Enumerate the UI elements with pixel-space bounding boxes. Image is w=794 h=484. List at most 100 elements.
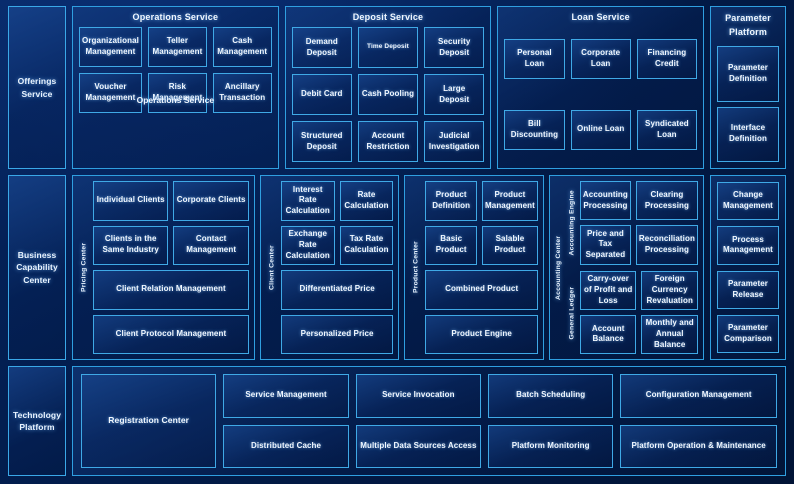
box-parameter-comparison[interactable]: Parameter Comparison	[717, 314, 779, 353]
box-service-invocation[interactable]: Service Invocation	[355, 374, 482, 418]
box-product-definition[interactable]: Product Definition	[425, 181, 477, 221]
box-distributed-cache[interactable]: Distributed Cache	[223, 424, 349, 468]
box-bill-discounting[interactable]: Bill Discounting	[504, 109, 565, 150]
group-title-loan-service: Loan Service	[571, 12, 630, 22]
box-basic-product[interactable]: Basic Product	[425, 225, 477, 265]
box-time-deposit[interactable]: Time Deposit	[357, 27, 419, 68]
business-capability-centers: Pricing Center Individual Clients Corpor…	[72, 175, 704, 360]
box-security-deposit[interactable]: Security Deposit	[424, 27, 485, 68]
box-financing-credit[interactable]: Financing Credit	[636, 39, 697, 80]
box-corporate-loan[interactable]: Corporate Loan	[570, 39, 631, 80]
box-configuration-management[interactable]: Configuration Management	[620, 374, 777, 418]
product-center-grid: Product Definition Product Management Ba…	[425, 181, 538, 354]
box-account-balance[interactable]: Account Balance	[579, 314, 637, 354]
box-online-loan[interactable]: Online Loan	[570, 109, 631, 150]
box-large-deposit[interactable]: Large Deposit	[424, 74, 485, 115]
box-foreign-currency-revaluation[interactable]: Foreign Currency Revaluation	[641, 270, 698, 310]
box-personal-loan[interactable]: Personal Loan	[504, 39, 565, 80]
group-deposit-service[interactable]: Deposit Service Demand Deposit Time Depo…	[284, 6, 492, 169]
box-reconciliation-processing[interactable]: Reconciliation Processing	[635, 225, 698, 265]
center-label-accounting-center: Accounting Center	[554, 235, 562, 300]
technology-platform-group[interactable]: Registration Center Service Management D…	[72, 366, 786, 476]
box-organizational-management[interactable]: Organizational Management	[79, 27, 142, 67]
accounting-engine-grid: Accounting Processing Clearing Processin…	[579, 181, 698, 265]
box-monthly-and-annual-balance[interactable]: Monthly and Annual Balance	[641, 314, 698, 354]
box-individual-clients[interactable]: Individual Clients	[93, 181, 169, 221]
box-client-protocol-management[interactable]: Client Protocol Management	[93, 314, 249, 354]
sidebar-label-business-capability-center: Business Capability Center	[8, 175, 66, 360]
box-exchange-rate-calculation[interactable]: Exchange Rate Calculation	[280, 225, 335, 265]
center-label-product-center: Product Center	[412, 241, 420, 294]
group-parameter-platform-lower[interactable]: Change Management Process Management Par…	[710, 175, 786, 360]
subgroup-label-general-ledger: General Ledger	[568, 285, 576, 339]
box-account-restriction[interactable]: Account Restriction	[357, 121, 419, 162]
center-product-center[interactable]: Product Center Product Definition Produc…	[404, 175, 544, 360]
box-demand-deposit[interactable]: Demand Deposit	[291, 27, 352, 68]
tech-column-1: Service Management Distributed Cache	[223, 374, 349, 468]
sidebar-label-technology-platform: Technology Platform	[8, 366, 66, 476]
center-accounting-center[interactable]: Accounting Center Accounting Engine Acco…	[548, 175, 704, 360]
accounting-center-halves: Accounting Engine Accounting Processing …	[566, 181, 698, 354]
group-title-deposit-service: Deposit Service	[352, 12, 424, 22]
box-process-management[interactable]: Process Management	[717, 226, 779, 265]
box-contact-management[interactable]: Contact Management	[173, 225, 249, 265]
center-client-center[interactable]: Client Center Interest Rate Calculation …	[259, 175, 400, 360]
box-service-management[interactable]: Service Management	[223, 374, 349, 418]
box-differentiated-price[interactable]: Differentiated Price	[280, 270, 394, 310]
general-ledger-grid: Carry-over of Profit and Loss Foreign Cu…	[579, 270, 698, 354]
box-structured-deposit[interactable]: Structured Deposit	[291, 121, 352, 162]
center-pricing-center[interactable]: Pricing Center Individual Clients Corpor…	[72, 175, 255, 360]
box-interest-rate-calculation[interactable]: Interest Rate Calculation	[280, 181, 335, 221]
box-multiple-data-sources-access[interactable]: Multiple Data Sources Access	[355, 424, 482, 468]
box-clients-in-the-same-industry[interactable]: Clients in the Same Industry	[93, 225, 169, 265]
group-loan-service[interactable]: Loan Service Personal Loan Corporate Loa…	[497, 6, 705, 169]
box-syndicated-loan[interactable]: Syndicated Loan	[636, 109, 697, 150]
pricing-center-grid: Individual Clients Corporate Clients Cli…	[93, 181, 249, 354]
box-price-and-tax-separated[interactable]: Price and Tax Separated	[579, 225, 631, 265]
client-center-grid: Interest Rate Calculation Rate Calculati…	[280, 181, 394, 354]
deposit-service-grid: Demand Deposit Time Deposit Security Dep…	[291, 27, 485, 162]
box-product-engine[interactable]: Product Engine	[425, 314, 538, 354]
box-teller-management[interactable]: Teller Management	[147, 27, 207, 67]
box-tax-rate-calculation[interactable]: Tax Rate Calculation	[339, 225, 394, 265]
operations-service-grid: Organizational Management Teller Managem…	[79, 27, 272, 162]
offerings-service-groups: Operations Service Organizational Manage…	[72, 6, 705, 169]
tech-column-2: Service Invocation Multiple Data Sources…	[355, 374, 482, 468]
box-accounting-processing[interactable]: Accounting Processing	[579, 181, 631, 221]
box-parameter-release[interactable]: Parameter Release	[717, 270, 779, 309]
tech-column-4: Configuration Management Platform Operat…	[620, 374, 777, 468]
box-cash-pooling[interactable]: Cash Pooling	[357, 74, 419, 115]
box-batch-scheduling[interactable]: Batch Scheduling	[488, 374, 614, 418]
box-change-management[interactable]: Change Management	[717, 182, 779, 221]
box-voucher-management[interactable]: Voucher Management	[79, 73, 142, 113]
box-platform-operation-maintenance[interactable]: Platform Operation & Maintenance	[620, 424, 777, 468]
box-clearing-processing[interactable]: Clearing Processing	[635, 181, 698, 221]
box-product-management[interactable]: Product Management	[482, 181, 538, 221]
box-carry-over-of-profit-and-loss[interactable]: Carry-over of Profit and Loss	[579, 270, 637, 310]
box-parameter-definition[interactable]: Parameter Definition	[717, 46, 779, 102]
center-label-pricing-center: Pricing Center	[80, 242, 88, 293]
box-interface-definition[interactable]: Interface Definition	[717, 106, 779, 162]
box-corporate-clients[interactable]: Corporate Clients	[173, 181, 249, 221]
subgroup-general-ledger: General Ledger Carry-over of Profit and …	[566, 270, 698, 354]
box-registration-center[interactable]: Registration Center	[81, 374, 217, 468]
center-label-client-center: Client Center	[268, 245, 276, 290]
box-debit-card[interactable]: Debit Card	[291, 74, 352, 115]
row-technology-platform: Technology Platform Registration Center …	[8, 366, 786, 476]
group-operations-service[interactable]: Operations Service Organizational Manage…	[72, 6, 279, 169]
box-judicial-investigation[interactable]: Judicial Investigation	[424, 121, 485, 162]
group-title-operations-service: Operations Service	[132, 12, 219, 22]
box-client-relation-management[interactable]: Client Relation Management	[93, 270, 249, 310]
box-salable-product[interactable]: Salable Product	[482, 225, 538, 265]
row-business-capability-center: Business Capability Center Pricing Cente…	[8, 175, 786, 360]
box-platform-monitoring[interactable]: Platform Monitoring	[488, 424, 614, 468]
box-combined-product[interactable]: Combined Product	[425, 270, 538, 310]
box-ancillary-transaction[interactable]: Ancillary Transaction	[212, 73, 272, 113]
box-personalized-price[interactable]: Personalized Price	[280, 314, 394, 354]
box-risk-management[interactable]: Risk Management	[147, 73, 207, 113]
box-cash-management[interactable]: Cash Management	[212, 27, 272, 67]
loan-service-grid: Personal Loan Corporate Loan Financing C…	[504, 27, 697, 162]
group-title-parameter-platform-line2: Platform	[728, 26, 768, 37]
box-rate-calculation[interactable]: Rate Calculation	[339, 181, 394, 221]
